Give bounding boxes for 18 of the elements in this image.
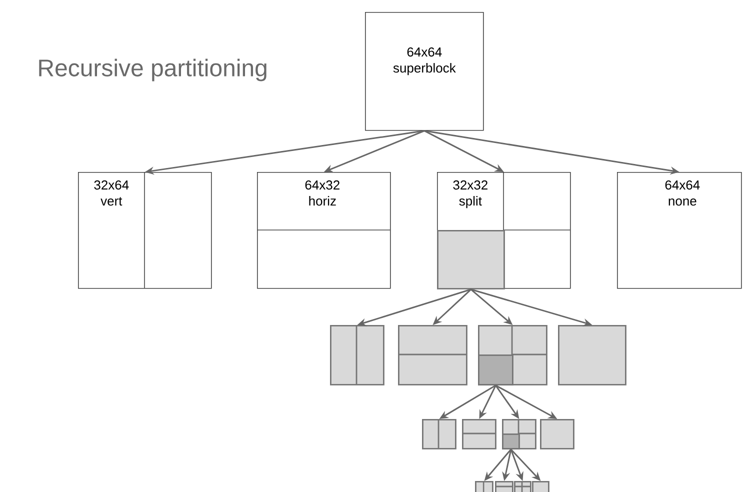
sub-block bbox=[502, 434, 520, 450]
sub-block bbox=[532, 481, 550, 492]
block: 64x64 superblock bbox=[365, 12, 484, 131]
sub-block bbox=[478, 354, 514, 386]
sub-block bbox=[422, 419, 456, 450]
sub-block bbox=[398, 325, 468, 386]
sub-block bbox=[475, 481, 494, 492]
block: 64x32 horiz bbox=[256, 172, 391, 289]
sub-block bbox=[540, 419, 574, 450]
sub-block bbox=[514, 481, 532, 492]
sub-block bbox=[558, 325, 626, 386]
title: Recursive partitioning bbox=[39, 58, 266, 82]
block: 32x64 vert bbox=[78, 172, 212, 289]
sub-block bbox=[437, 230, 505, 290]
sub-block bbox=[330, 325, 384, 386]
block: 64x64 none bbox=[617, 172, 742, 289]
sub-block bbox=[462, 419, 496, 450]
sub-block bbox=[495, 481, 514, 492]
